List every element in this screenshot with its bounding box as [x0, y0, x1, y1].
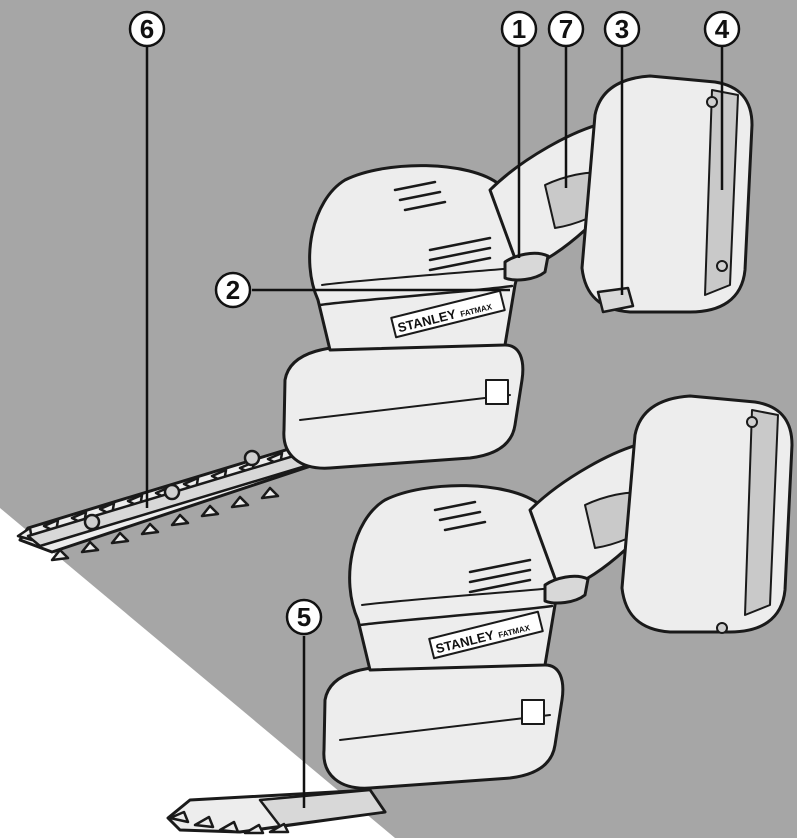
callout-2: 2	[214, 271, 252, 309]
shear-motor-base	[322, 663, 565, 790]
callout-1: 1	[500, 10, 538, 48]
callout-6: 6	[128, 10, 166, 48]
callout-3-circle	[603, 10, 641, 48]
white-corner	[0, 508, 395, 838]
callout-5-circle	[285, 598, 323, 636]
callout-7-circle	[547, 10, 585, 48]
callout-6-circle	[128, 10, 166, 48]
callout-2-label: 2	[226, 275, 240, 305]
leader-lines	[145, 46, 724, 808]
hedge-trimmer	[16, 74, 754, 562]
trigger	[503, 251, 550, 282]
callout-4-circle	[703, 10, 741, 48]
callouts: 1 2 3 4 5 6 7	[128, 10, 741, 636]
callout-5: 5	[285, 598, 323, 636]
voltage-badge	[485, 379, 509, 405]
shear-voltage-badge	[521, 699, 545, 725]
callout-5-label: 5	[297, 602, 311, 632]
grass-shear	[166, 394, 794, 835]
callout-1-label: 1	[512, 14, 526, 44]
callout-7-label: 7	[559, 14, 573, 44]
hedge-blade	[16, 430, 367, 562]
shear-blade	[166, 788, 387, 835]
brand-plate-bottom	[428, 610, 544, 660]
callout-3-label: 3	[615, 14, 629, 44]
callout-1-circle	[500, 10, 538, 48]
callout-2-circle	[214, 271, 252, 309]
motor-base	[282, 343, 525, 470]
callout-4-label: 4	[715, 14, 730, 44]
brand-plate-top	[390, 289, 506, 339]
callout-4: 4	[703, 10, 741, 48]
callout-3: 3	[603, 10, 641, 48]
callout-7: 7	[547, 10, 585, 48]
callout-6-label: 6	[140, 14, 154, 44]
battery-release-button	[596, 286, 635, 314]
